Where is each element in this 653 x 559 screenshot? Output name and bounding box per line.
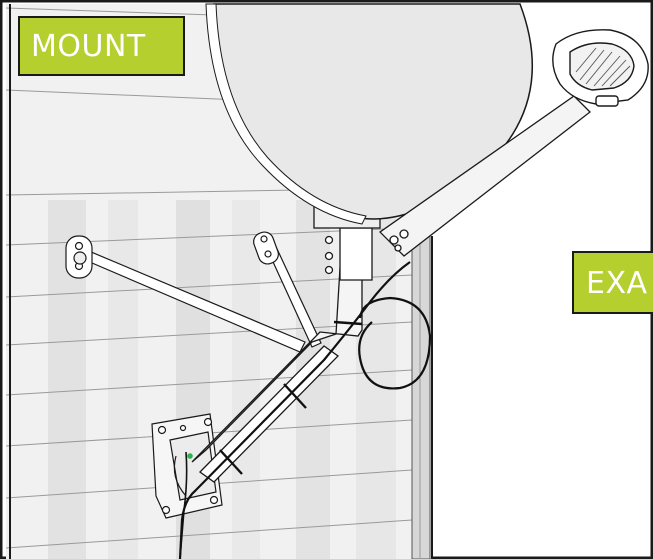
wall-anchor-left [66, 236, 92, 278]
cable-marker [187, 453, 193, 459]
exa-label: EXA [572, 251, 653, 314]
mount-label: MOUNT [18, 16, 185, 76]
mount-label-text: MOUNT [31, 29, 146, 64]
exa-label-text: EXA [586, 266, 648, 301]
